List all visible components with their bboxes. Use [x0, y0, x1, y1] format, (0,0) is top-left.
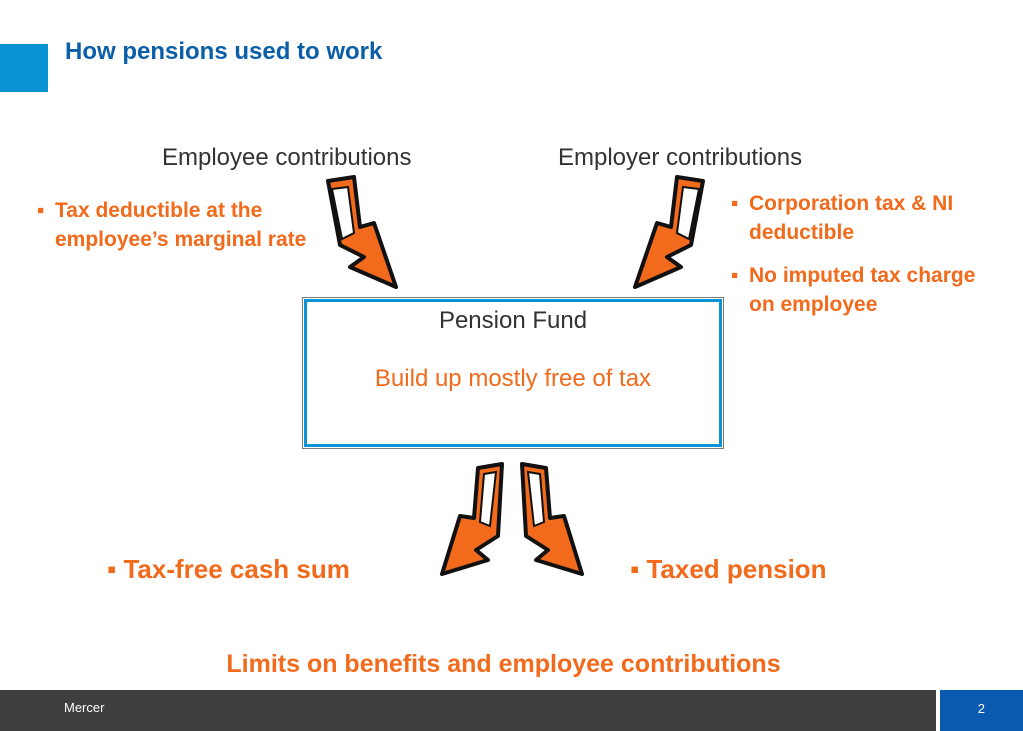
- down-arrow-icon: [633, 175, 705, 289]
- page-number-box: 2: [940, 690, 1023, 731]
- pension-fund-title: Pension Fund: [438, 307, 588, 334]
- employee-bullet-list: Tax deductible at the employee’s margina…: [37, 196, 307, 254]
- down-arrow-icon: [326, 175, 398, 289]
- tax-free-cash-label: Tax-free cash sum: [123, 554, 350, 584]
- tax-free-cash-bullet: ▪ Tax-free cash sum: [107, 554, 350, 584]
- page-number: 2: [977, 701, 985, 716]
- limits-note: Limits on benefits and employee contribu…: [226, 650, 781, 678]
- footer-brand: Mercer: [64, 700, 105, 715]
- taxed-pension-bullet: ▪ Taxed pension: [630, 554, 827, 584]
- employee-bullet: Tax deductible at the employee’s margina…: [37, 196, 307, 254]
- down-arrow-icon: [440, 462, 504, 576]
- employer-bullet-list: Corporation tax & NI deductible No imput…: [731, 189, 1006, 319]
- slide-title: How pensions used to work: [65, 38, 383, 65]
- employer-bullet: No imputed tax charge on employee: [731, 261, 1006, 319]
- employee-contributions-heading: Employee contributions: [162, 144, 412, 171]
- employer-bullet: Corporation tax & NI deductible: [731, 189, 1006, 247]
- pension-fund-subtitle: Build up mostly free of tax: [374, 365, 652, 392]
- down-arrow-icon: [520, 462, 584, 576]
- footer-bar: Mercer: [0, 690, 936, 731]
- employer-contributions-heading: Employer contributions: [558, 144, 803, 171]
- taxed-pension-label: Taxed pension: [646, 554, 827, 584]
- accent-square: [0, 44, 48, 92]
- pension-fund-box: Pension Fund Build up mostly free of tax: [302, 297, 724, 449]
